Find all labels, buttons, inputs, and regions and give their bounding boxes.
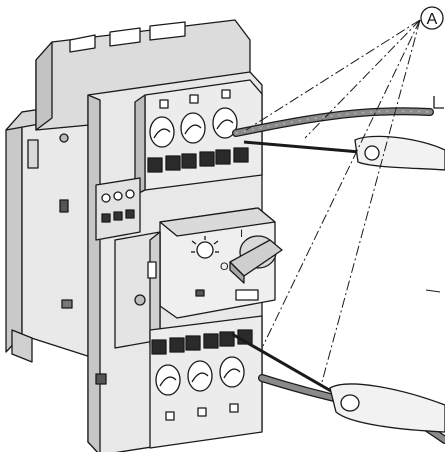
callout-a-label: A [427,11,438,28]
upper-terminal-screws [149,107,238,148]
edge-fragment [433,96,444,109]
rotary-switch-handle [229,235,283,284]
auxiliary-screw-terminals [95,177,141,241]
upper-screwdriver [243,135,445,171]
circuit-breaker-assembly: I O [5,19,283,452]
callout-leader-lines [245,19,421,383]
lower-screwdriver [231,332,445,433]
upper-cable [232,107,434,137]
callout-a: A [420,6,444,30]
control-panel: I O [159,207,283,319]
current-setting-dial [191,236,219,259]
edge-tick [425,289,441,293]
lower-terminal-screws [155,356,245,396]
upper-cable-entries [147,147,249,173]
auxiliary-contact-block [5,99,101,363]
upper-terminal-block [134,79,263,196]
switch-off-mark: O [220,261,229,273]
switch-on-mark: I [240,228,243,240]
